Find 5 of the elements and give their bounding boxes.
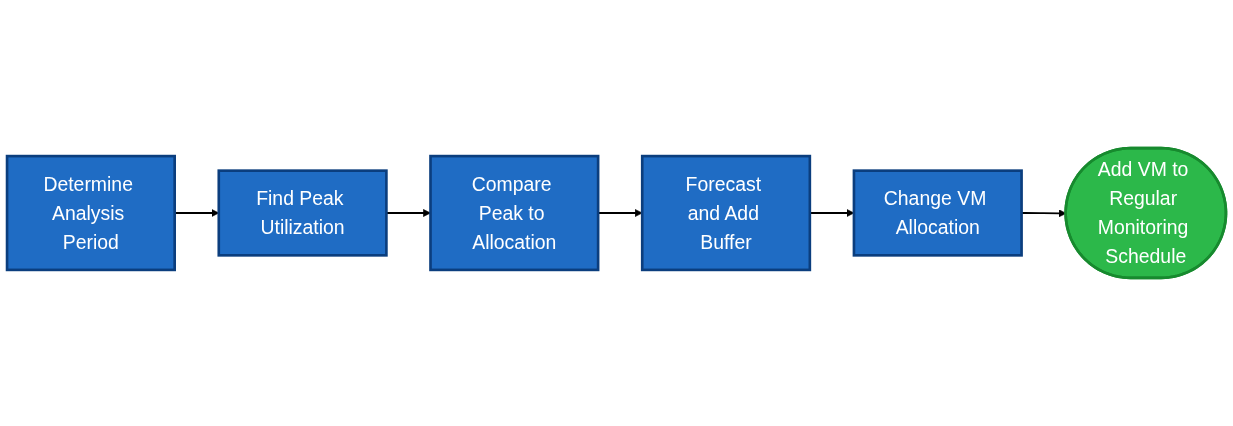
node-box: Find Peak Utilization [217, 169, 388, 257]
node-box: Determine Analysis Period [5, 154, 176, 272]
node-box: Change VM Allocation [852, 169, 1023, 257]
node-box: Forecast and Add Buffer [640, 154, 812, 272]
node-box: Compare Peak to Allocation [429, 154, 600, 272]
